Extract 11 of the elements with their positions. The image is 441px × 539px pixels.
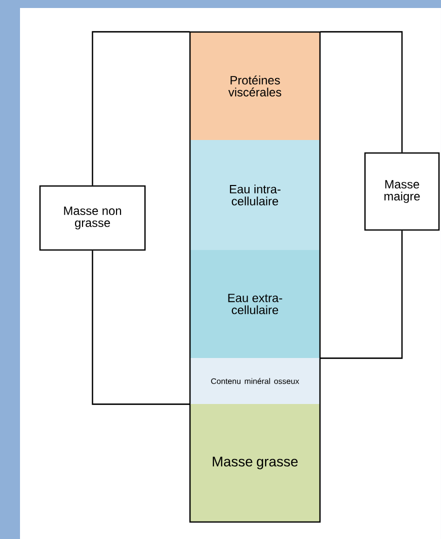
column-segment: Protéines viscérales xyxy=(190,32,320,140)
connector-line xyxy=(92,31,190,186)
column-segment: Eau intra-cellulaire xyxy=(190,140,320,250)
column-segment: Contenu minéral osseux xyxy=(190,358,320,404)
label-box: Masse non grasse xyxy=(39,185,146,251)
connector-line xyxy=(320,230,403,359)
column-segment: Masse grasse xyxy=(190,404,320,522)
label-box: Masse maigre xyxy=(364,152,440,231)
column-segment: Eau extra-cellulaire xyxy=(190,250,320,358)
connector-line xyxy=(320,31,403,152)
connector-line xyxy=(92,250,190,405)
